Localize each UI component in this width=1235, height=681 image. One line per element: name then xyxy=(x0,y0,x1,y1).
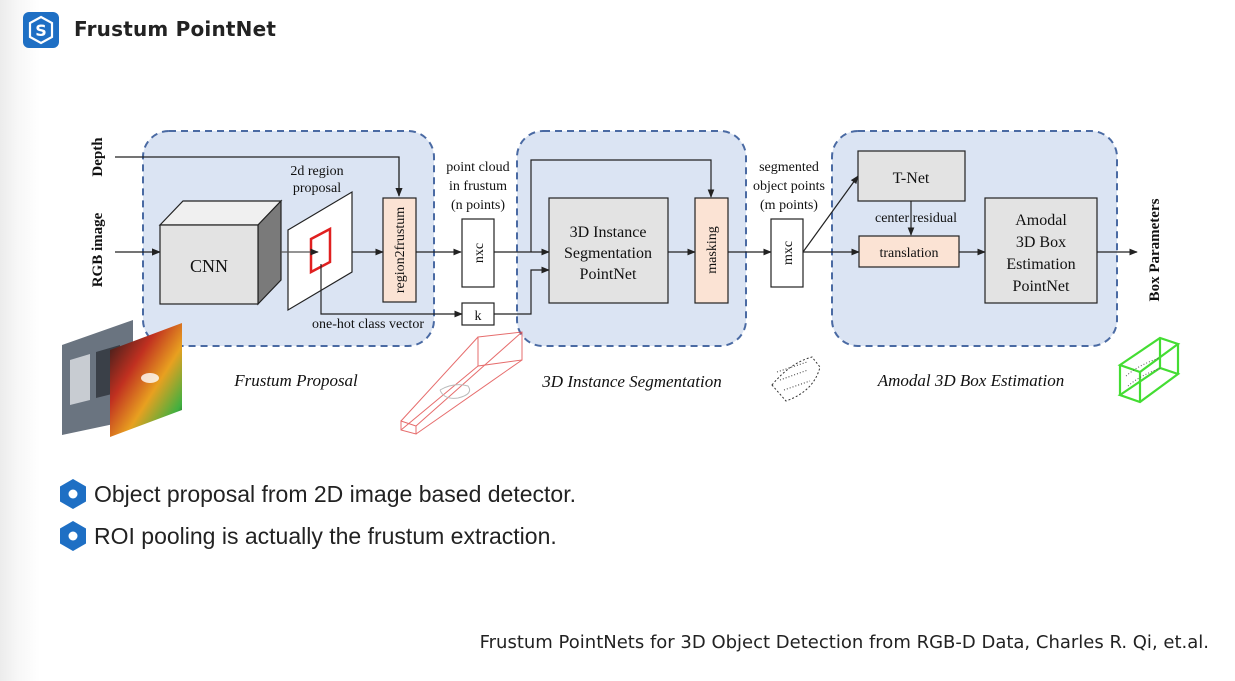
nxc-box xyxy=(461,218,495,288)
translation-block xyxy=(858,235,960,268)
box-parameters-label: Box Parameters xyxy=(1147,198,1163,301)
masking-label: masking xyxy=(705,226,720,273)
region-proposal-label-line1: 2d region xyxy=(290,164,343,179)
center-residual-label: center residual xyxy=(875,211,957,226)
segmented-car-sketch xyxy=(771,356,821,402)
box-pointnet-label-line2: 3D Box xyxy=(1016,234,1066,251)
masking-block xyxy=(694,197,729,304)
cnn-block: CNN xyxy=(158,199,283,306)
cnn-label: CNN xyxy=(190,256,228,276)
stage-title-box-estimation: Amodal 3D Box Estimation xyxy=(877,371,1065,390)
rgb-depth-thumbnail xyxy=(62,320,182,437)
box-pointnet-label-line4: PointNet xyxy=(1013,278,1070,295)
mxc-box xyxy=(770,218,804,288)
bypass-to-masking-arrow xyxy=(530,159,715,252)
bullet-text: ROI pooling is actually the frustum extr… xyxy=(94,523,557,549)
rgb-input-label: RGB image xyxy=(90,212,106,287)
page-title: Frustum PointNet xyxy=(74,17,277,41)
depth-arrow xyxy=(115,156,403,197)
point-cloud-label-line1: point cloud xyxy=(446,160,509,175)
depth-input-label: Depth xyxy=(90,137,106,177)
hexagon-bullet-icon xyxy=(60,521,86,551)
svg-text:S: S xyxy=(35,21,47,40)
box-pointnet-block xyxy=(984,197,1098,304)
one-hot-label: one-hot class vector xyxy=(312,317,424,332)
k-label: k xyxy=(475,309,482,324)
stage-title-frustum-proposal: Frustum Proposal xyxy=(233,371,358,390)
logo-icon: S xyxy=(23,12,59,48)
box-pointnet-label-line1: Amodal xyxy=(1015,212,1067,229)
translation-label: translation xyxy=(879,246,938,261)
frustum-sketch xyxy=(400,331,523,435)
citation: Frustum PointNets for 3D Object Detectio… xyxy=(479,632,1209,653)
mxc-label: mxc xyxy=(781,241,796,265)
green-3d-box xyxy=(1117,336,1181,404)
region-proposal-plane: 2d region proposal xyxy=(287,164,353,312)
seg-pointnet-block xyxy=(548,197,669,304)
seg-pointnet-label-line2: Segmentation xyxy=(564,245,652,262)
one-hot-path xyxy=(320,264,463,318)
nxc-label: nxc xyxy=(472,243,487,263)
segmented-label-line1: segmented xyxy=(759,160,819,175)
tnet-label: T-Net xyxy=(893,170,930,187)
seg-pointnet-label-line3: PointNet xyxy=(580,266,637,283)
segmented-label-line2: object points xyxy=(753,179,825,194)
point-cloud-label-line3: (n points) xyxy=(451,198,505,213)
bullet-text: Object proposal from 2D image based dete… xyxy=(94,481,576,507)
point-cloud-label-line2: in frustum xyxy=(449,179,507,194)
region-proposal-label-line2: proposal xyxy=(293,181,341,196)
box-pointnet-label-line3: Estimation xyxy=(1006,256,1075,273)
k-to-seg-arrow xyxy=(494,266,550,315)
mxc-to-tnet-arrow xyxy=(802,175,859,253)
region2frustum-label: region2frustum xyxy=(393,207,408,293)
seg-pointnet-label-line1: 3D Instance xyxy=(570,224,647,241)
segmented-label-line3: (m points) xyxy=(760,198,818,213)
hexagon-bullet-icon xyxy=(60,479,86,509)
tnet-block xyxy=(857,150,966,202)
stage-title-instance-segmentation: 3D Instance Segmentation xyxy=(541,372,721,391)
